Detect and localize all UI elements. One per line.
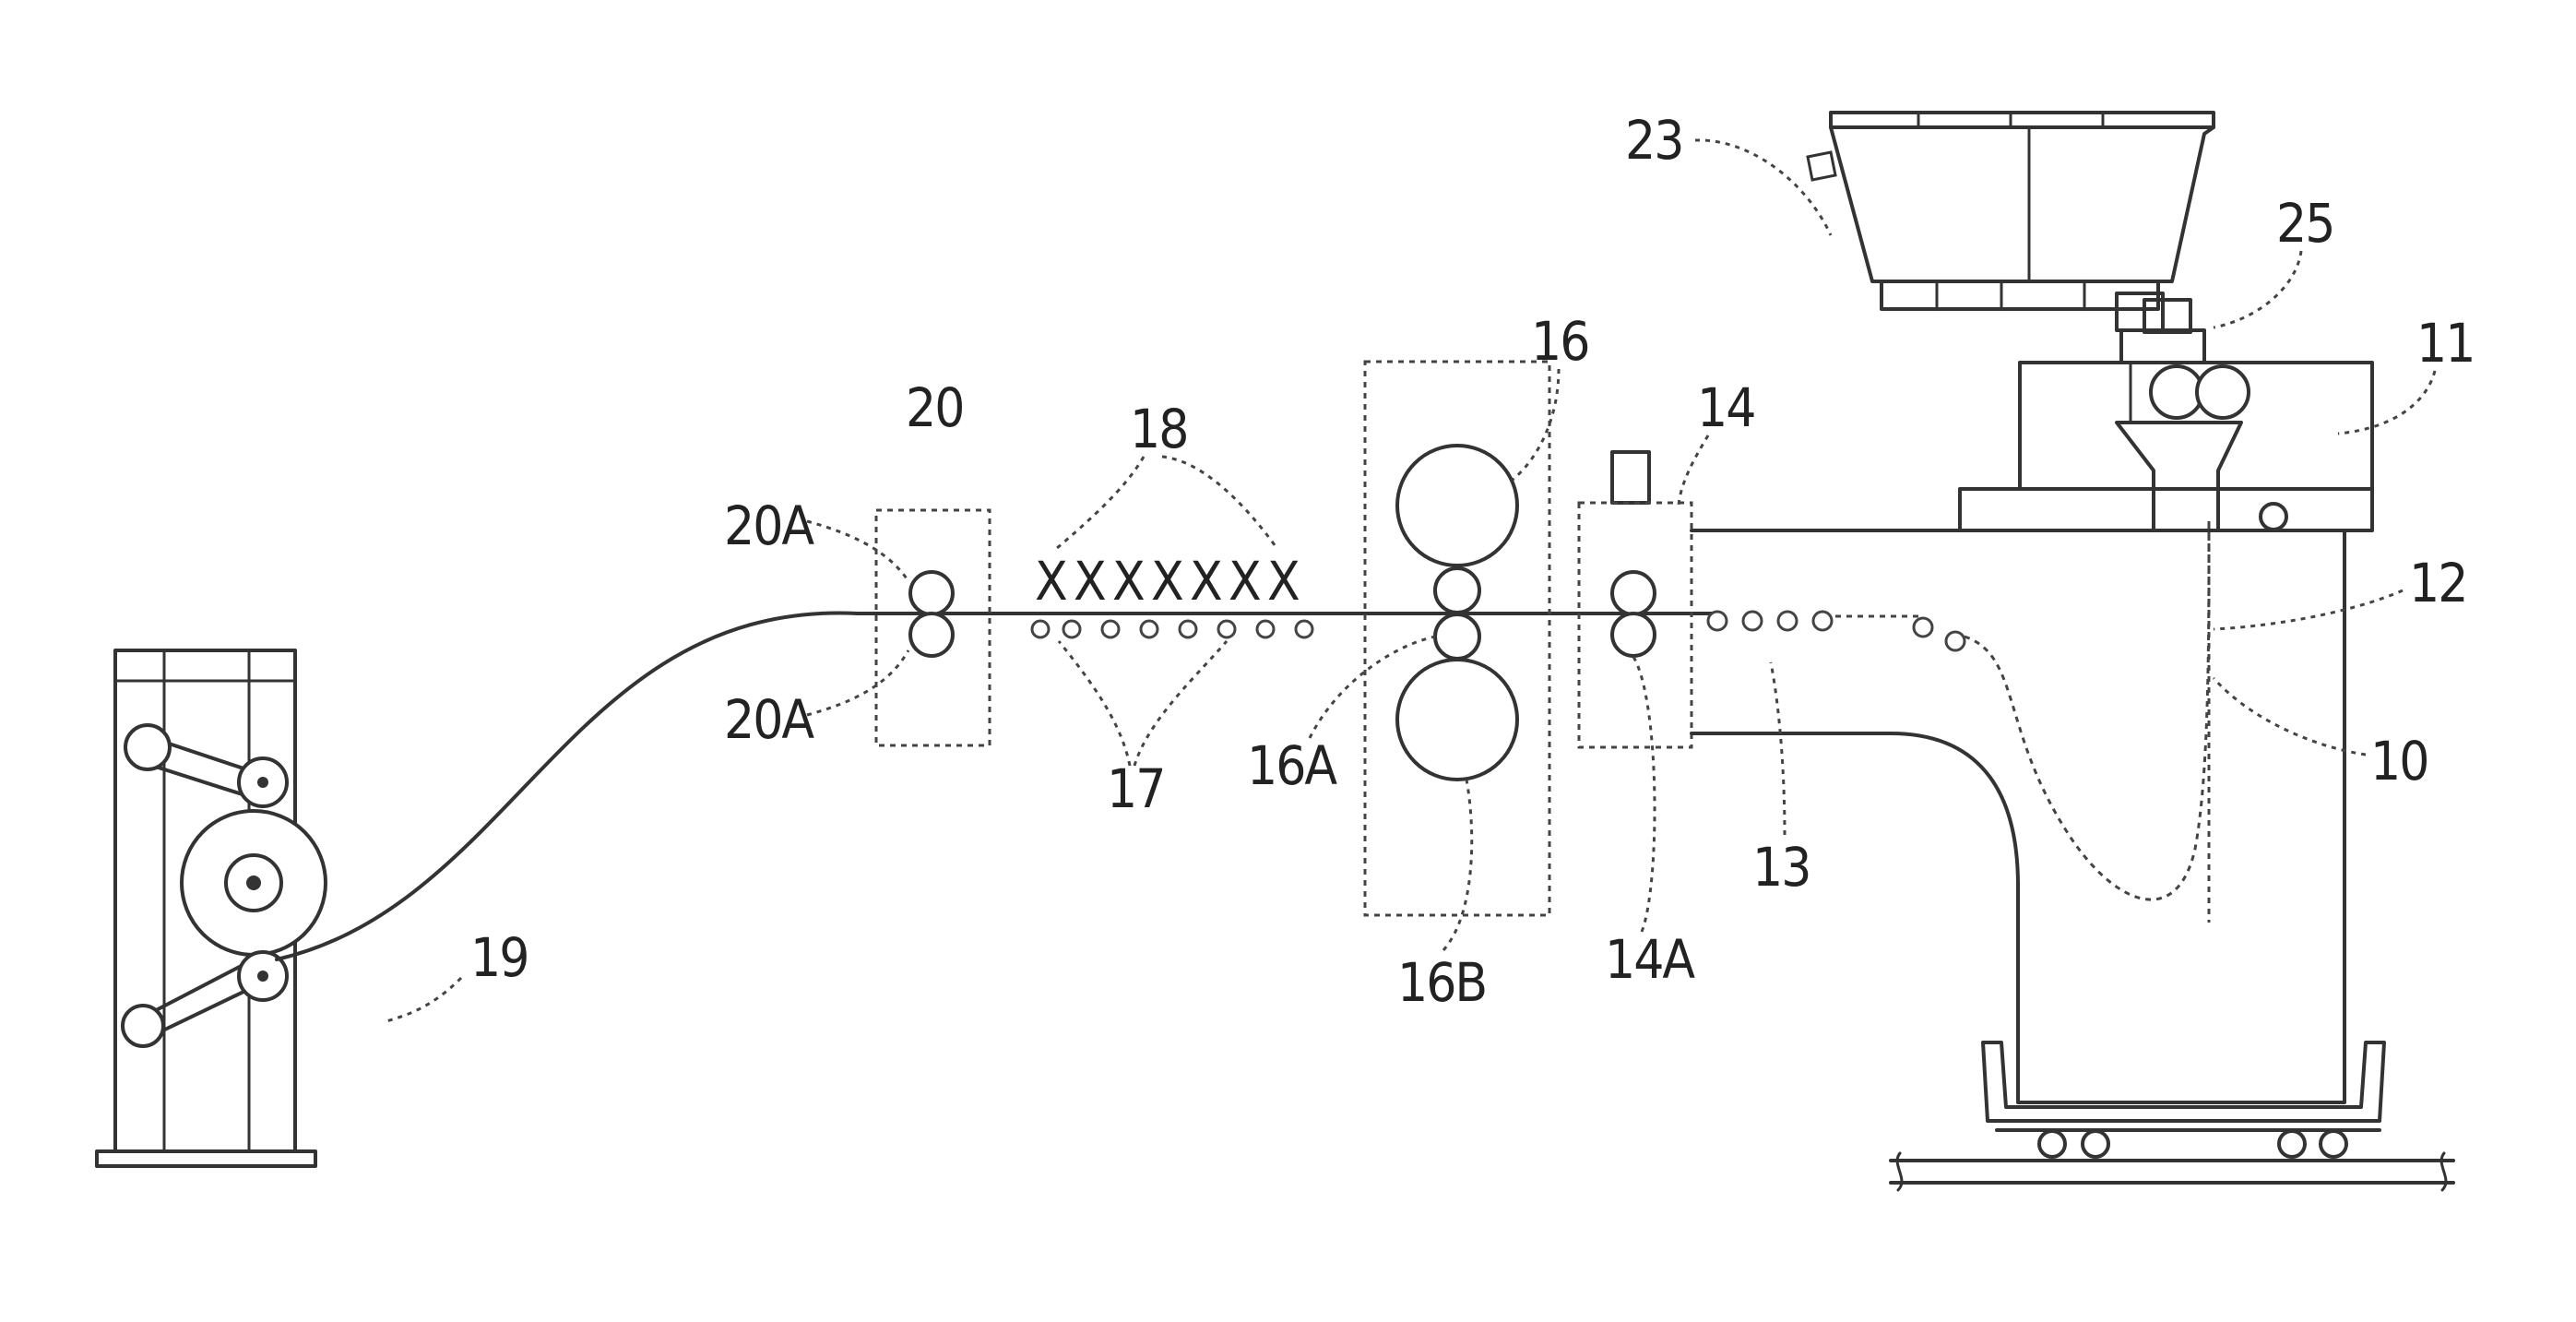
label-nozzle: 25	[2276, 192, 2333, 255]
label-table-rolls: 17	[1107, 757, 1164, 820]
label-coiler-pinch: 20	[906, 376, 963, 439]
label-coiler-pinch-roll-bottom: 20A	[724, 688, 814, 751]
label-backup-rolls: 16B	[1397, 951, 1486, 1014]
label-pinch-rolls: 14A	[1605, 928, 1695, 991]
twin-roll-caster	[1960, 363, 2372, 530]
label-ladle: 23	[1625, 109, 1682, 172]
scrap-box-trolley	[1891, 1042, 2453, 1190]
label-pinch-stand: 14	[1697, 376, 1754, 439]
ladle	[1808, 113, 2214, 309]
label-chamber: 12	[2409, 552, 2466, 614]
spray-mark: X	[1267, 550, 1300, 613]
spray-mark: X	[1112, 550, 1145, 613]
label-coiler-pinch-roll-top: 20A	[724, 494, 814, 557]
spray-mark: X	[1229, 550, 1261, 613]
hot-rolling-mill	[1365, 362, 1549, 915]
pinch-roll-stand	[1579, 452, 1692, 747]
run-out-table-rolls	[1032, 621, 1312, 637]
spray-mark: X	[1151, 550, 1183, 613]
coiler	[97, 650, 326, 1166]
label-cooling: 13	[1752, 836, 1810, 899]
spray-markers: X X X X X X X	[1035, 550, 1300, 613]
label-hot-mill: 16	[1531, 310, 1588, 373]
strip	[277, 613, 1715, 959]
spray-mark: X	[1035, 550, 1067, 613]
reference-labels: 23 25 11 12 10 13 14 14A 16 16A 16B 17 1…	[383, 109, 2474, 1022]
spray-mark: X	[1074, 550, 1106, 613]
coiler-pinch-stand	[876, 510, 990, 745]
label-sprays: 18	[1130, 398, 1187, 460]
label-coiler: 19	[470, 926, 528, 989]
label-work-rolls: 16A	[1247, 734, 1337, 797]
enclosure	[1692, 521, 2345, 1102]
label-apparatus: 10	[2370, 730, 2428, 792]
spray-mark: X	[1190, 550, 1222, 613]
label-caster: 11	[2416, 312, 2474, 375]
